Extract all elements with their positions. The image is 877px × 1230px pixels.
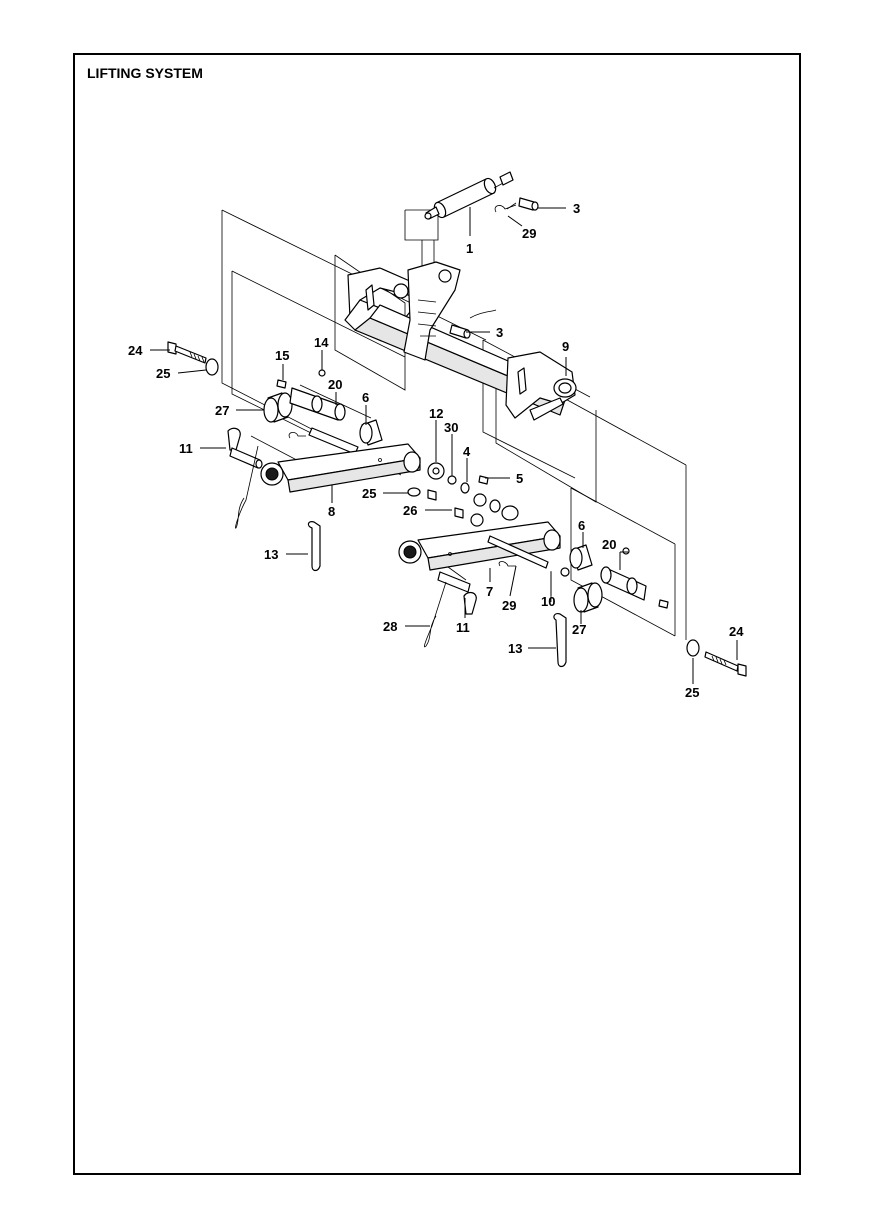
washer-part-c: [501, 505, 519, 521]
nut-part-right: [622, 547, 630, 555]
washer-part-right: [686, 639, 700, 657]
callout-labels: 3 29 1 3 9 24 25 15 14 20 27 6 12 30 4 1…: [128, 201, 744, 700]
link-part-right: [553, 613, 567, 668]
callout-13-right: 13: [508, 641, 522, 656]
shaft-part-right: [600, 566, 647, 601]
nut-part-26: [454, 507, 464, 519]
callout-27-left: 27: [215, 403, 229, 418]
link-part-left: [307, 521, 321, 572]
callout-6-left: 6: [362, 390, 369, 405]
pin-part-top: [494, 197, 539, 213]
pin-part-10: [487, 535, 549, 569]
callout-29-right: 29: [502, 598, 516, 613]
callout-30: 30: [444, 420, 458, 435]
callout-1: 1: [466, 241, 473, 256]
nut-part-14: [318, 369, 326, 377]
bolt-part-left: [167, 341, 207, 364]
bolt-part-right: [704, 651, 747, 677]
roller-part-right: [573, 582, 603, 613]
lever-pin-part-left: [227, 427, 263, 469]
diagram-frame: [73, 53, 801, 1175]
callout-25-right: 25: [685, 685, 699, 700]
callout-3-middle: 3: [496, 325, 503, 340]
hair-clip-part-28: [424, 581, 447, 648]
washer-part-left: [205, 358, 219, 376]
pin-part-right: [658, 599, 669, 609]
link-shaft-left: [288, 427, 359, 455]
washer-hole-12: [432, 467, 440, 475]
callout-8: 8: [328, 504, 335, 519]
callout-11-right: 11: [456, 620, 470, 635]
lifting-frame-part: [344, 261, 577, 421]
callout-13-left: 13: [264, 547, 278, 562]
spring-washer-part-4: [460, 482, 470, 494]
bushing-part-right: [569, 544, 593, 571]
bolt-part-5: [478, 475, 489, 485]
callout-24-left: 24: [128, 343, 143, 358]
washer-part-d: [470, 513, 484, 527]
roller-end-10: [560, 567, 570, 577]
washer-part-30: [447, 475, 457, 485]
callout-15: 15: [275, 348, 289, 363]
callout-5: 5: [516, 471, 523, 486]
callout-3-top: 3: [573, 201, 580, 216]
washer-part-a: [473, 493, 487, 507]
callout-6-right: 6: [578, 518, 585, 533]
gas-cylinder-part: [424, 171, 514, 220]
callout-12: 12: [429, 406, 443, 421]
callout-25-left: 25: [156, 366, 170, 381]
shaft-part-left: [289, 387, 346, 421]
callout-10: 10: [541, 594, 555, 609]
callout-14: 14: [314, 335, 329, 350]
pin-part-15: [276, 379, 287, 389]
callout-7: 7: [486, 584, 493, 599]
nut-part-middle: [427, 489, 437, 501]
washer-part-25-middle: [407, 487, 421, 497]
callout-29-top: 29: [522, 226, 536, 241]
callout-20-left: 20: [328, 377, 342, 392]
leader-lines: [150, 207, 738, 684]
roller-part-left: [263, 392, 293, 423]
callout-24-right: 24: [729, 624, 744, 639]
pin-part-middle: [449, 309, 497, 339]
washer-part-b: [489, 499, 501, 513]
hair-clip-left: [235, 445, 259, 529]
callout-20-right: 20: [602, 537, 616, 552]
callout-28: 28: [383, 619, 397, 634]
lever-pin-part-right: [437, 571, 477, 615]
callout-9: 9: [562, 339, 569, 354]
callout-4: 4: [463, 444, 471, 459]
lower-arm-part-left: [260, 443, 421, 493]
callout-27-right: 27: [572, 622, 586, 637]
callout-25-middle: 25: [362, 486, 376, 501]
clip-part-29: [498, 561, 516, 567]
callout-26: 26: [403, 503, 417, 518]
bushing-part-left: [359, 419, 383, 446]
callout-11-left: 11: [179, 441, 193, 456]
page-title: LIFTING SYSTEM: [87, 65, 203, 81]
